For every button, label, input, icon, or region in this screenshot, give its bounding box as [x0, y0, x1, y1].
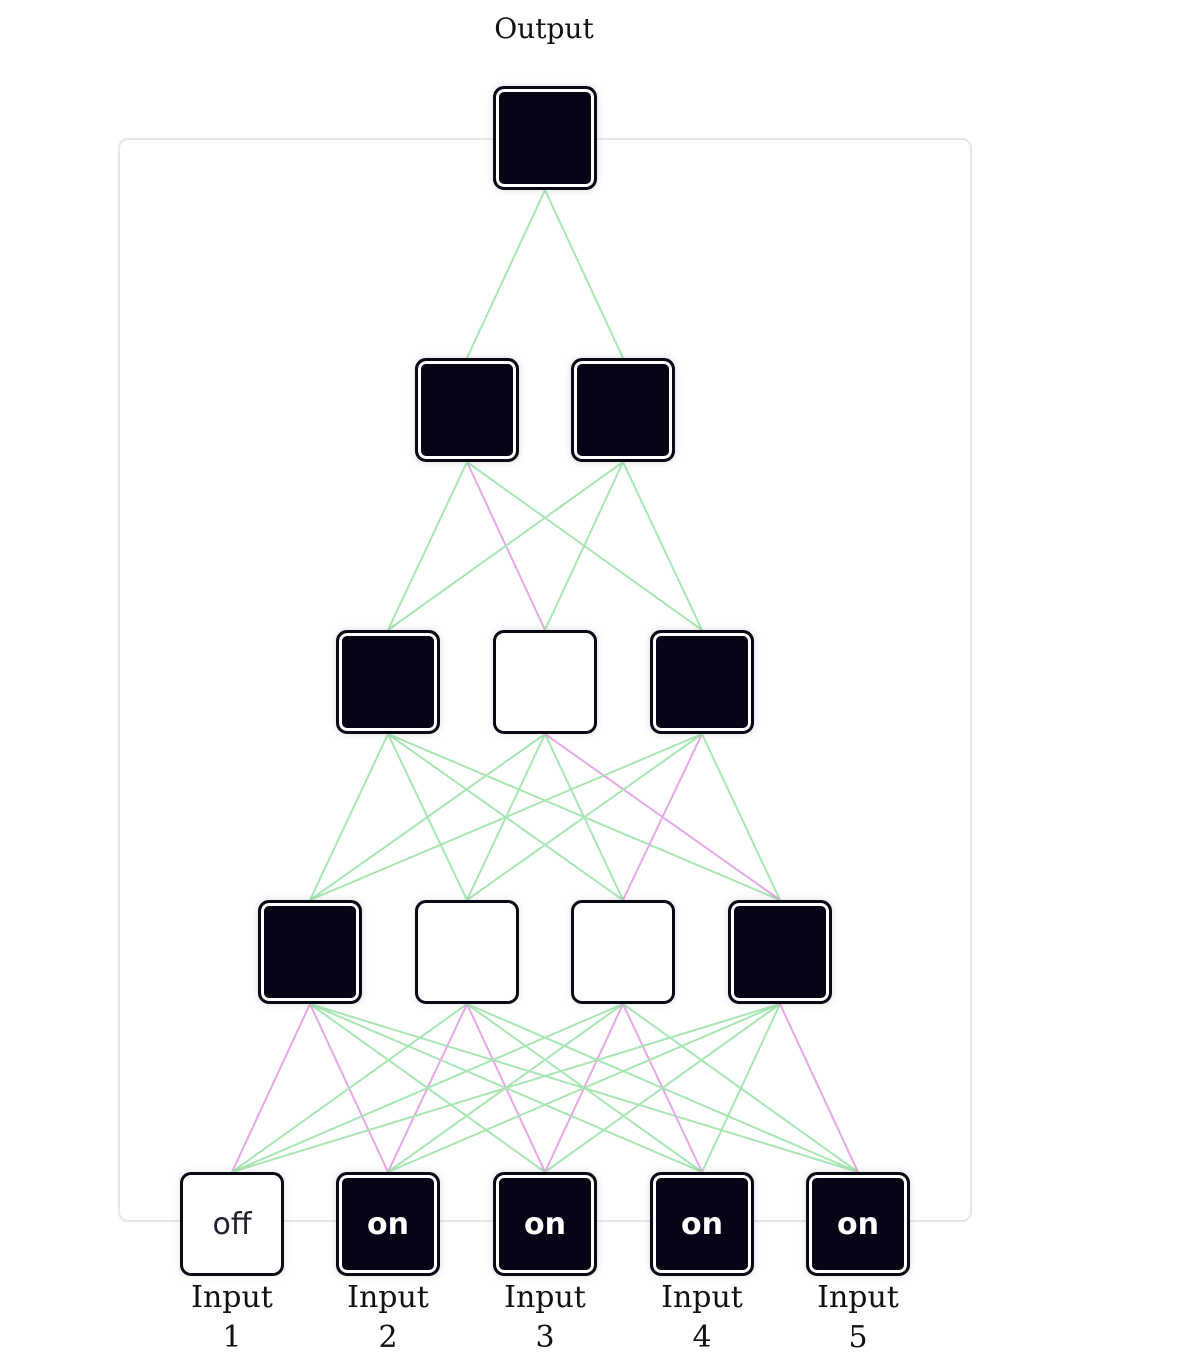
- hidden-3-node: [493, 630, 597, 734]
- hidden-3-node: [336, 630, 440, 734]
- edge-positive: [309, 733, 546, 901]
- input-label-word: Input: [191, 1280, 273, 1315]
- edge-positive: [622, 461, 703, 631]
- input-label: Input 3: [485, 1278, 605, 1358]
- hidden-4-node: [571, 358, 675, 462]
- edge-positive: [231, 1003, 781, 1173]
- edge-positive: [231, 1003, 624, 1173]
- edge-positive: [231, 1003, 468, 1173]
- input-label-word: Input: [504, 1280, 586, 1315]
- input-toggle-1[interactable]: off: [180, 1172, 284, 1276]
- input-label-number: 2: [378, 1320, 398, 1355]
- edge-positive: [387, 461, 468, 631]
- input-label: Input 4: [642, 1278, 762, 1358]
- edge-negative: [622, 733, 703, 901]
- hidden-2-node: [258, 900, 362, 1004]
- edge-positive: [701, 733, 781, 901]
- input-label: Input 5: [798, 1278, 918, 1358]
- edge-positive: [466, 733, 703, 901]
- input-label-number: 4: [692, 1320, 712, 1355]
- edge-negative: [231, 1003, 311, 1173]
- input-toggle-5[interactable]: on: [806, 1172, 910, 1276]
- hidden-2-node: [415, 900, 519, 1004]
- input-label-number: 3: [535, 1320, 555, 1355]
- input-label-number: 1: [222, 1320, 242, 1355]
- edge-positive: [466, 189, 546, 359]
- edge-positive: [701, 1003, 781, 1173]
- input-label-word: Input: [347, 1280, 429, 1315]
- hidden-4-node: [415, 358, 519, 462]
- input-label-word: Input: [661, 1280, 743, 1315]
- edge-positive: [544, 189, 624, 359]
- input-toggle-4[interactable]: on: [650, 1172, 754, 1276]
- input-label: Input 2: [328, 1278, 448, 1358]
- input-toggle-2[interactable]: on: [336, 1172, 440, 1276]
- input-label-number: 5: [848, 1320, 868, 1355]
- output-label: Output: [494, 12, 594, 45]
- edge-positive: [544, 461, 624, 631]
- hidden-3-node: [650, 630, 754, 734]
- input-label-word: Input: [817, 1280, 899, 1315]
- edge-positive: [387, 1003, 781, 1173]
- input-label: Input 1: [172, 1278, 292, 1358]
- hidden-2-node: [728, 900, 832, 1004]
- edge-positive: [309, 733, 389, 901]
- input-toggle-3[interactable]: on: [493, 1172, 597, 1276]
- edge-negative: [779, 1003, 859, 1173]
- hidden-2-node: [571, 900, 675, 1004]
- edge-positive: [544, 1003, 781, 1173]
- edge-positive: [387, 461, 624, 631]
- edge-positive: [309, 733, 703, 901]
- output-node: [493, 86, 597, 190]
